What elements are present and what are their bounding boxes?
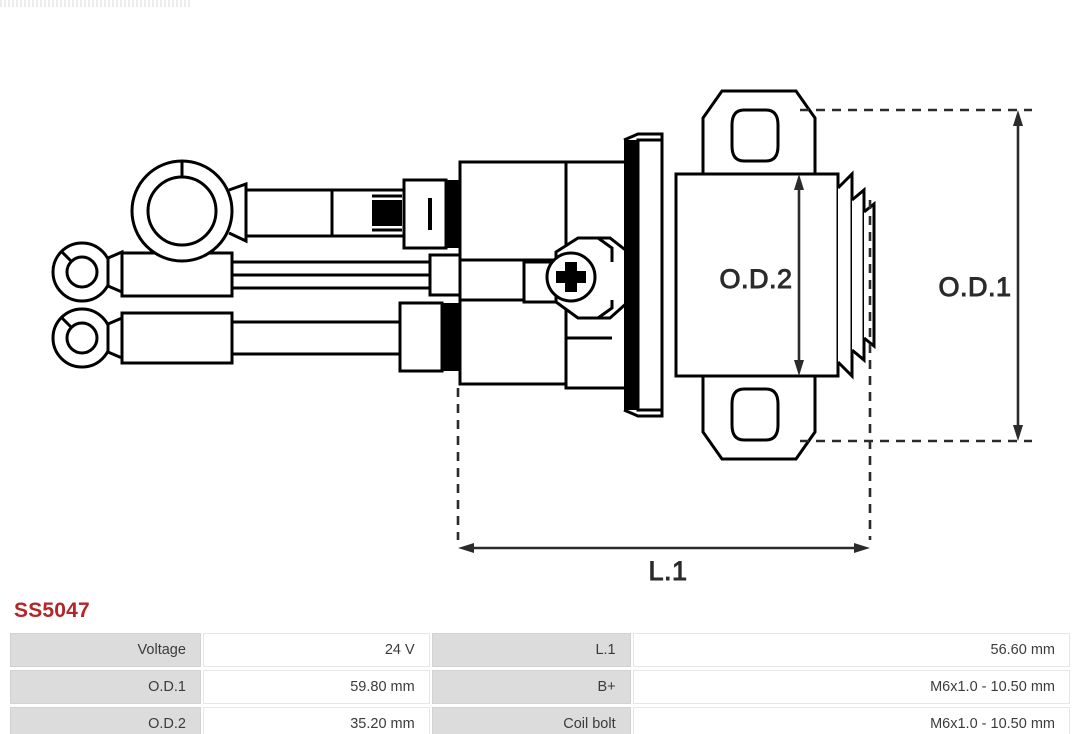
spec-value-l1: 56.60 mm (632, 633, 1070, 667)
cable-lead-middle (51, 241, 466, 303)
specifications-table: Voltage 24 V L.1 56.60 mm O.D.1 59.80 mm… (8, 630, 1072, 734)
spec-value-od1: 59.80 mm (202, 670, 430, 704)
spec-value-bplus: M6x1.0 - 10.50 mm (632, 670, 1070, 704)
cable-lead-top (130, 159, 462, 263)
mounting-bracket-bottom (701, 374, 817, 461)
spec-label-l1: L.1 (431, 633, 631, 667)
dimension-label-od2: O.D.2 (719, 264, 792, 294)
solenoid-can (674, 170, 876, 380)
part-number: SS5047 (14, 599, 90, 622)
dimension-l1: L.1 (458, 543, 870, 587)
mounting-bracket-top (701, 89, 817, 176)
spec-value-coil-bolt: M6x1.0 - 10.50 mm (632, 707, 1070, 734)
spec-label-bplus: B+ (431, 670, 631, 704)
cable-lead-bottom (51, 301, 460, 373)
dimension-label-l1: L.1 (648, 556, 687, 586)
dimension-od2: O.D.2 (719, 174, 804, 376)
top-edge-artifact (0, 0, 190, 7)
spec-label-voltage: Voltage (10, 633, 201, 667)
table-row: Voltage 24 V L.1 56.60 mm (10, 633, 1070, 667)
flange-gasket (623, 132, 664, 418)
spec-value-voltage: 24 V (202, 633, 430, 667)
dimension-od1: O.D.1 (938, 110, 1023, 441)
table-row: O.D.1 59.80 mm B+ M6x1.0 - 10.50 mm (10, 670, 1070, 704)
terminal-screw-assembly (522, 236, 630, 340)
spec-label-od2: O.D.2 (10, 707, 201, 734)
solenoid-drawing-svg: O.D.2 O.D.1 (51, 89, 1032, 587)
spec-label-od1: O.D.1 (10, 670, 201, 704)
dimension-label-od1: O.D.1 (938, 272, 1011, 302)
table-row: O.D.2 35.20 mm Coil bolt M6x1.0 - 10.50 … (10, 707, 1070, 734)
spec-label-coil-bolt: Coil bolt (431, 707, 631, 734)
product-technical-diagram: O.D.2 O.D.1 (51, 89, 1032, 587)
dimension-od1-leaders (800, 108, 1032, 443)
spec-value-od2: 35.20 mm (202, 707, 430, 734)
dimension-l1-leaders (456, 200, 872, 540)
